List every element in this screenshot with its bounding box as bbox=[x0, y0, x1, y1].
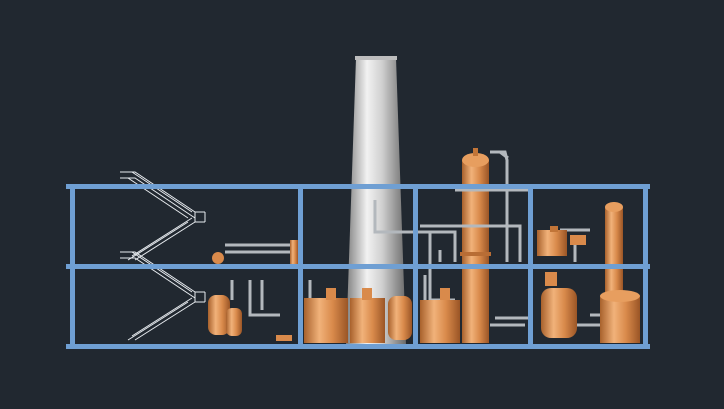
vessel bbox=[212, 252, 224, 264]
vessel bbox=[226, 308, 242, 336]
vessel bbox=[440, 288, 450, 300]
vessel bbox=[388, 296, 412, 340]
vessel bbox=[350, 298, 385, 343]
vessel bbox=[326, 288, 336, 300]
vessel bbox=[420, 300, 460, 343]
frame-column bbox=[298, 184, 303, 349]
frame-top-beam bbox=[66, 184, 650, 189]
chimney-cap bbox=[355, 56, 397, 60]
vessel bbox=[290, 240, 298, 264]
vessel bbox=[362, 288, 372, 300]
steel-frame bbox=[66, 184, 650, 349]
frame-column bbox=[643, 184, 648, 349]
vessel bbox=[541, 288, 577, 338]
vessel bbox=[276, 335, 292, 341]
frame-column bbox=[413, 184, 418, 349]
vessel bbox=[304, 298, 348, 343]
staircase bbox=[120, 171, 206, 341]
frame-mid-beam bbox=[66, 264, 650, 269]
distillation-column bbox=[460, 148, 491, 343]
vessel bbox=[600, 296, 640, 343]
vessel bbox=[600, 290, 640, 302]
frame-column bbox=[528, 184, 533, 349]
vessel bbox=[208, 295, 230, 335]
frame-bottom-beam bbox=[66, 344, 650, 349]
upper-equipment bbox=[537, 226, 586, 286]
frame-column bbox=[70, 184, 75, 349]
process-vessels bbox=[208, 240, 640, 343]
